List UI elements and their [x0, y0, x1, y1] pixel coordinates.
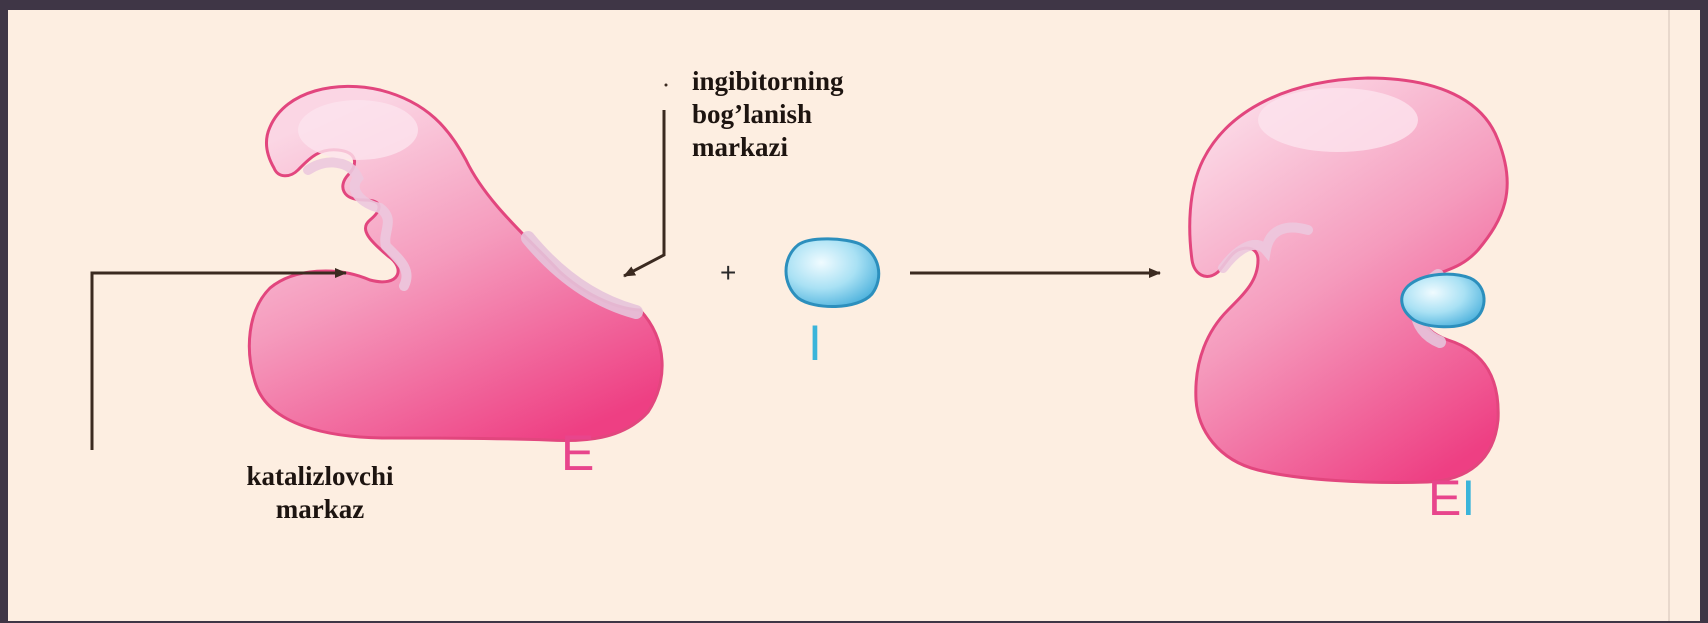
inhibitor-molecule	[786, 239, 879, 307]
complex-label-e: E	[1428, 470, 1461, 526]
inhibitor-site-label-line-2: bog’lanish	[692, 99, 812, 129]
inhibitor-site-label-line-3: markazi	[692, 132, 788, 162]
complex-label-i: I	[1461, 470, 1475, 526]
complex-label: EI	[1428, 470, 1475, 526]
diagram-canvas: ingibitorning bog’lanish markazi kataliz…	[8, 10, 1700, 621]
inhibitor-label: I	[808, 315, 822, 371]
enzyme-inhibition-diagram: ingibitorning bog’lanish markazi kataliz…	[8, 10, 1700, 621]
catalytic-site-label-line-2: markaz	[276, 494, 364, 524]
inhibitor-site-label-line-1: ingibitorning	[692, 66, 844, 96]
catalytic-site-label-line-1: katalizlovchi	[247, 461, 394, 491]
enzyme-label: E	[561, 425, 594, 481]
enzyme-e-shape	[249, 86, 662, 440]
inhibitor-site-pointer-arrow	[624, 110, 664, 276]
slide-edge-line	[1668, 10, 1670, 621]
enzyme-inhibitor-complex-shape	[1190, 78, 1508, 483]
plus-sign: +	[720, 257, 736, 288]
